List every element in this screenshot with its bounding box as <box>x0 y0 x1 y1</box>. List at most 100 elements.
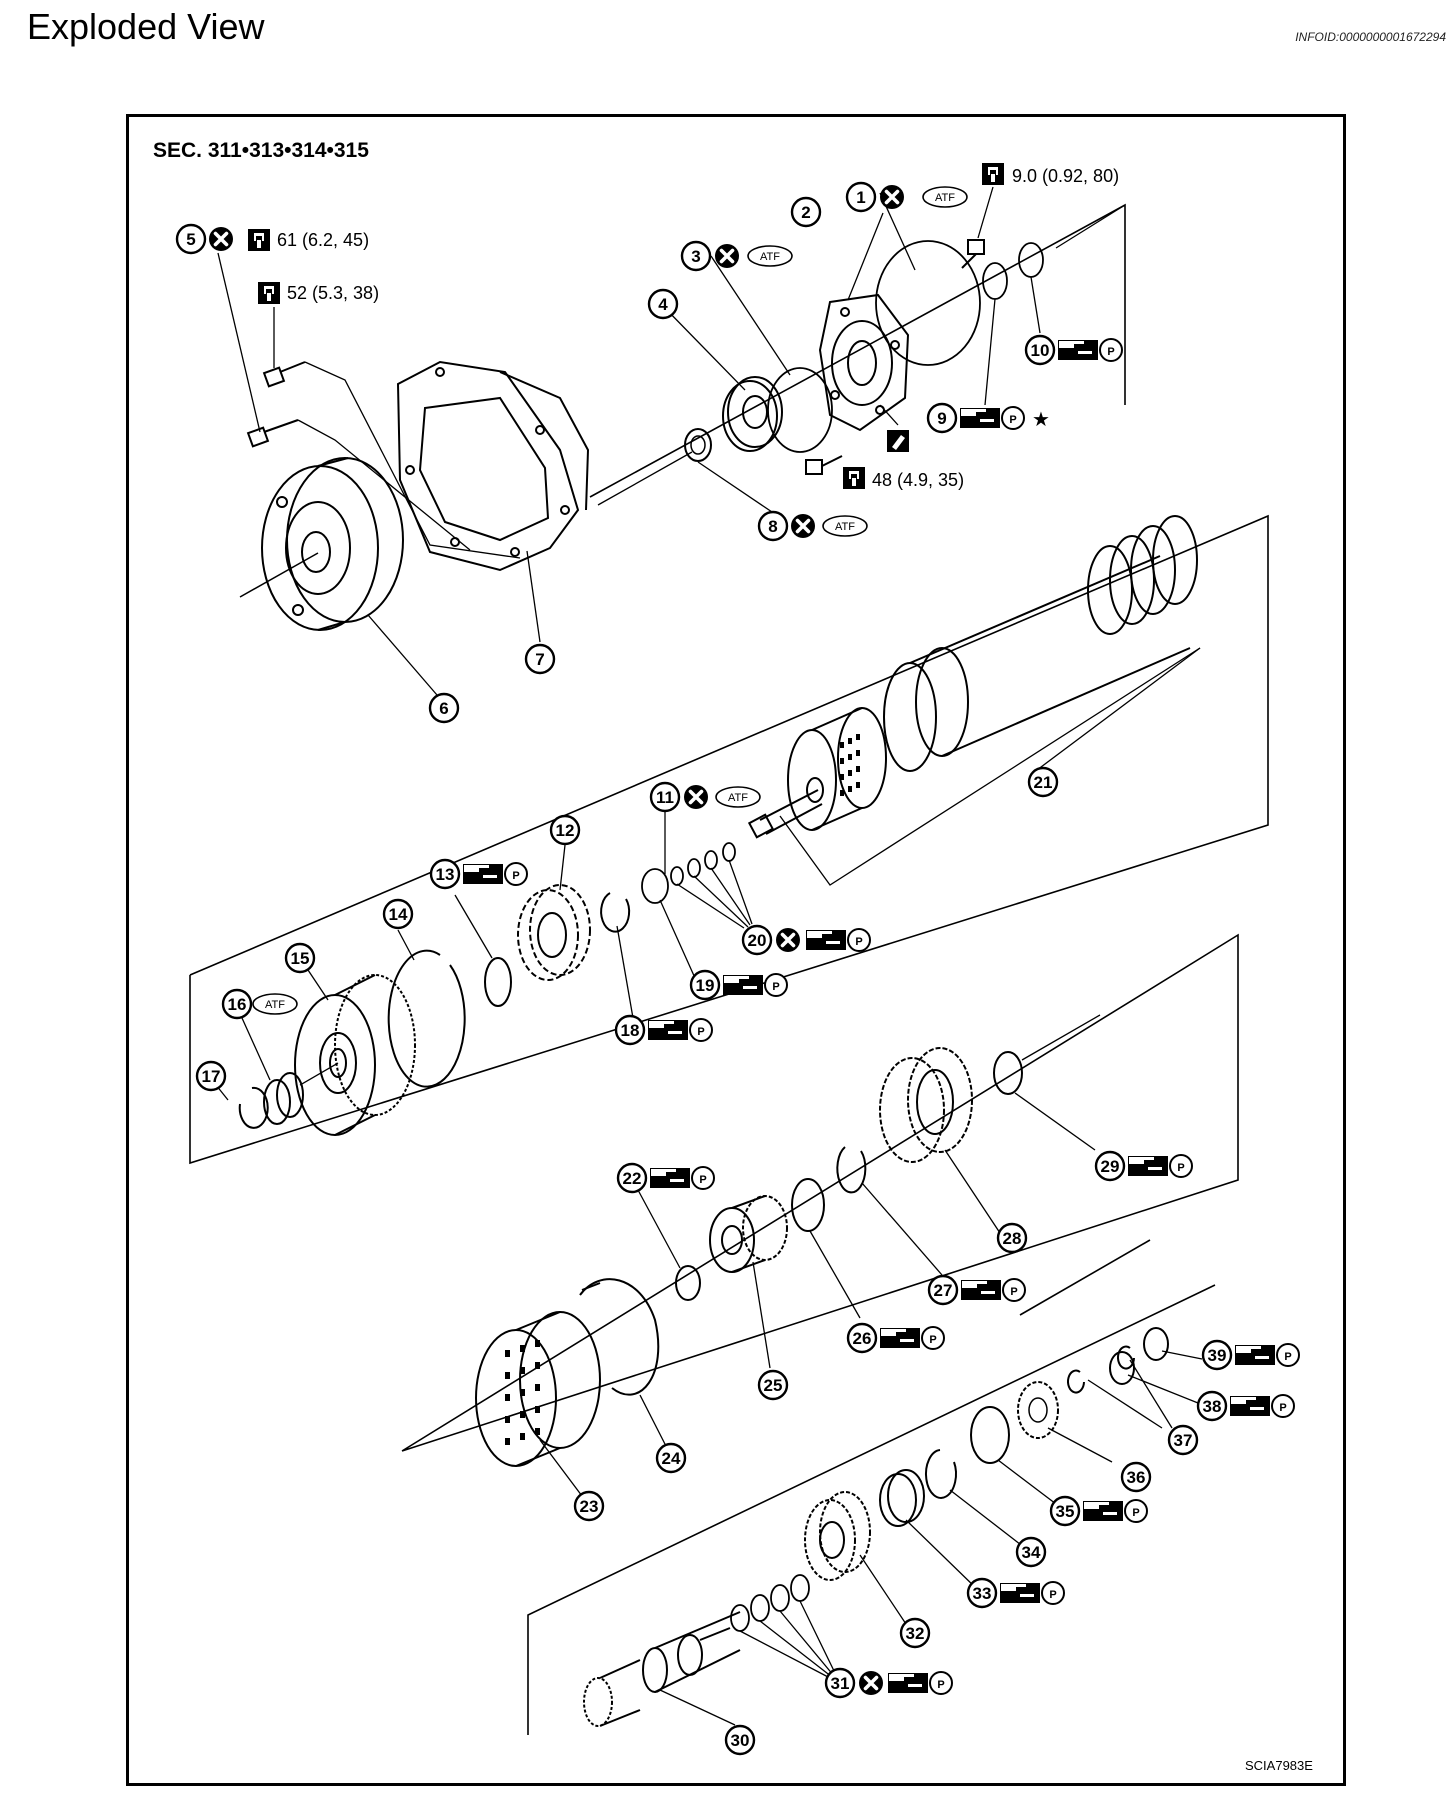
svg-text:18: 18 <box>621 1021 640 1040</box>
drum-15 <box>294 974 416 1136</box>
grease-icon <box>961 1280 1001 1300</box>
svg-text:3: 3 <box>691 247 700 266</box>
svg-text:36: 36 <box>1127 1468 1146 1487</box>
svg-text:33: 33 <box>973 1584 992 1603</box>
petroleum-jelly-badge: P <box>1276 1343 1300 1367</box>
replace-icon <box>858 1670 884 1696</box>
callout-32: 32 <box>899 1617 931 1649</box>
grease-icon <box>648 1020 688 1040</box>
seal-ring-39 <box>1143 1327 1169 1361</box>
svg-text:P: P <box>697 1026 704 1038</box>
callout-4: 4 <box>647 288 679 320</box>
grease-icon <box>1230 1396 1270 1416</box>
callout-5: 5 <box>175 223 207 255</box>
svg-text:ATF: ATF <box>265 999 285 1011</box>
pump-bolts <box>805 239 985 475</box>
callout-21: 21 <box>1027 766 1059 798</box>
svg-text:P: P <box>512 870 519 882</box>
svg-text:17: 17 <box>202 1067 221 1086</box>
callout-23: 23 <box>573 1490 605 1522</box>
callout-25: 25 <box>757 1369 789 1401</box>
svg-text:12: 12 <box>556 821 575 840</box>
callout-19: 19 <box>689 969 721 1001</box>
svg-text:ATF: ATF <box>760 251 780 263</box>
grease-icon <box>1235 1345 1275 1365</box>
svg-text:P: P <box>937 1679 944 1691</box>
callout-12: 12 <box>549 814 581 846</box>
petroleum-jelly-badge: P <box>1124 1499 1148 1523</box>
svg-text:14: 14 <box>389 905 408 924</box>
callout-7: 7 <box>524 643 556 675</box>
callout-11: 11 <box>649 781 681 813</box>
torque-converter <box>261 457 404 631</box>
bolt-leaders <box>217 252 693 696</box>
svg-text:39: 39 <box>1208 1346 1227 1365</box>
callout-33: 33 <box>966 1577 998 1609</box>
svg-text:P: P <box>1010 1286 1017 1298</box>
atf-badge: ATF <box>715 786 761 808</box>
output-shaft-30 <box>583 1611 741 1727</box>
callout-28: 28 <box>996 1222 1028 1254</box>
callout-29: 29 <box>1094 1150 1126 1182</box>
svg-text:32: 32 <box>906 1624 925 1643</box>
petroleum-jelly-badge: P <box>691 1166 715 1190</box>
svg-text:6: 6 <box>439 699 448 718</box>
callout-37: 37 <box>1167 1424 1199 1456</box>
grease-icon <box>880 1328 920 1348</box>
petroleum-jelly-badge: P <box>1271 1394 1295 1418</box>
replace-icon <box>790 513 816 539</box>
svg-text:P: P <box>1177 1162 1184 1174</box>
callout-symbols: ATF ATF ATF P ★ P ATF P ATF P P P <box>208 184 1300 1696</box>
brake-band-24 <box>579 1278 660 1396</box>
petroleum-jelly-badge: P <box>764 973 788 997</box>
star-icon: ★ <box>1032 409 1050 431</box>
replace-icon <box>879 184 905 210</box>
callout-36: 36 <box>1120 1461 1152 1493</box>
callout-15: 15 <box>284 942 316 974</box>
figure-code: SCIA7983E <box>1245 1758 1313 1773</box>
drum-23-holes <box>505 1340 540 1445</box>
svg-text:1: 1 <box>856 188 865 207</box>
clutch-drum-21 <box>747 515 1198 839</box>
snap-ring-14 <box>387 949 466 1088</box>
grease-icon <box>888 1673 928 1693</box>
seal-rings-20 <box>641 842 736 904</box>
seal-ring-26 <box>791 1178 825 1232</box>
callout-8: 8 <box>757 510 789 542</box>
bearing-16 <box>263 1072 304 1125</box>
grease-icon <box>806 930 846 950</box>
svg-text:15: 15 <box>291 949 310 968</box>
snap-ring-34 <box>924 1449 957 1499</box>
callout-9: 9 <box>926 402 958 434</box>
torque-wrench-icon <box>248 229 270 251</box>
drum-23 <box>475 1311 601 1467</box>
callout-26: 26 <box>846 1322 878 1354</box>
o-ring-1 <box>875 240 981 366</box>
atf-badge: ATF <box>747 245 793 267</box>
snap-ring-18 <box>600 892 631 933</box>
callout-27: 27 <box>927 1274 959 1306</box>
grease-icon <box>1058 340 1098 360</box>
svg-text:30: 30 <box>731 1731 750 1750</box>
svg-text:8: 8 <box>768 517 777 536</box>
replace-icon <box>683 784 709 810</box>
svg-text:10: 10 <box>1031 341 1050 360</box>
seal-ring-35 <box>970 1406 1010 1464</box>
svg-text:4: 4 <box>658 295 668 314</box>
seal-ring-13 <box>484 957 512 1007</box>
bearing-25 <box>709 1195 788 1273</box>
petroleum-jelly-badge: P <box>1169 1154 1193 1178</box>
callout-24: 24 <box>655 1442 687 1474</box>
svg-text:P: P <box>1132 1507 1139 1519</box>
page-title: Exploded View <box>27 6 265 47</box>
svg-text:38: 38 <box>1203 1397 1222 1416</box>
svg-text:ATF: ATF <box>935 192 955 204</box>
svg-text:21: 21 <box>1034 773 1053 792</box>
bearing-33 <box>879 1469 925 1527</box>
svg-text:31: 31 <box>831 1674 850 1693</box>
torque-3: 52 (5.3, 38) <box>287 283 379 303</box>
svg-text:ATF: ATF <box>728 792 748 804</box>
callout-34: 34 <box>1015 1536 1047 1568</box>
callout-14: 14 <box>382 898 414 930</box>
snap-ring-27 <box>836 1146 867 1194</box>
